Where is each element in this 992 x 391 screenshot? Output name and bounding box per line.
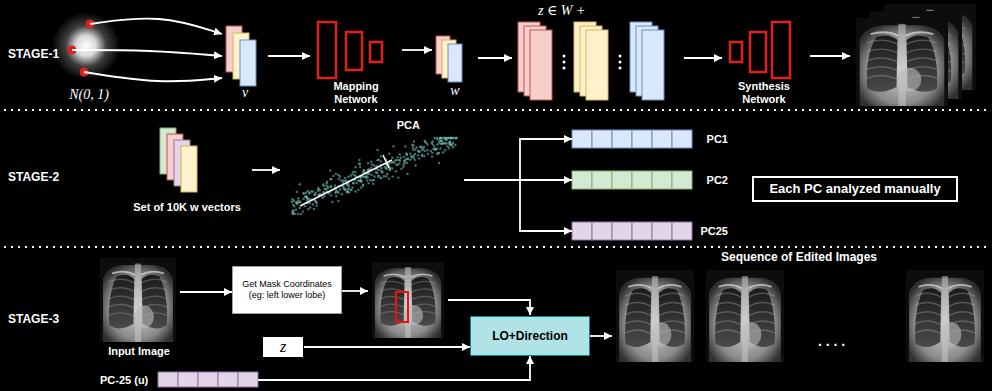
connector-arrow <box>478 57 512 59</box>
vector-stack: v <box>222 24 268 102</box>
node-label: w <box>450 82 459 100</box>
xray-image <box>372 262 444 338</box>
network-block: Synthesis Network <box>722 20 806 106</box>
vector-rects <box>226 26 256 86</box>
xray-image <box>616 270 694 362</box>
pca-plot: PCA <box>280 118 464 218</box>
flow-arrow <box>448 300 530 315</box>
network-block: Mapping Network <box>310 22 402 106</box>
node-label: Set of 10K w vectors <box>133 200 241 214</box>
pc-vector: PC25 <box>572 220 732 242</box>
node-label: N(0, 1) <box>69 86 109 104</box>
sample-dots <box>68 20 95 77</box>
scatter-points <box>291 137 458 215</box>
connector-arrow <box>180 291 232 293</box>
latent-box: z <box>262 336 304 358</box>
xray-image <box>100 258 176 342</box>
input-image: Input Image <box>98 256 180 358</box>
node-label: z <box>280 338 286 356</box>
connector-arrow <box>464 180 572 231</box>
vector-cells <box>158 130 692 387</box>
connector-arrow <box>252 169 280 171</box>
xray-image <box>706 270 784 362</box>
connector-arrow <box>258 356 530 380</box>
vector-set: Set of 10K w vectors <box>122 124 252 214</box>
process-box: Get Mask Coordinates (eg: left lower lob… <box>232 266 342 314</box>
vector-rects <box>160 128 197 192</box>
latent-stack: z ∈ W + <box>512 2 684 106</box>
principal-axis <box>300 155 392 206</box>
node-label: Each PC analyzed manually <box>769 181 940 197</box>
stage-label: STAGE-2 <box>8 170 59 185</box>
stage-separator <box>4 246 988 248</box>
node-label: Mapping Network <box>321 80 391 106</box>
connector-arrow <box>464 139 572 180</box>
process-box: LO+Direction <box>470 316 590 356</box>
mask-rect <box>396 292 408 322</box>
latent-rects <box>518 22 664 100</box>
stage-label: STAGE-1 <box>8 47 59 62</box>
network-layers <box>730 22 790 78</box>
connector-arrow <box>590 335 612 337</box>
node-label: Sequence of Edited Images <box>721 250 877 265</box>
connector-arrow <box>84 72 222 81</box>
connector-arrow <box>684 57 722 59</box>
node-label: PCA <box>397 118 420 132</box>
network-layers <box>318 22 382 78</box>
node-label: PC25 <box>700 224 728 238</box>
flow-arrow <box>340 290 368 292</box>
note-box: Each PC analyzed manually <box>752 176 958 202</box>
node-label: PC2 <box>707 173 728 187</box>
connector-arrow <box>402 49 432 51</box>
node-label: PC1 <box>707 132 728 146</box>
stage-separator <box>4 109 988 111</box>
image-sequence: Sequence of Edited Images <box>612 250 986 370</box>
xray-image <box>906 270 984 362</box>
stage-label: STAGE-3 <box>8 312 59 327</box>
pc-vector: PC2 <box>572 169 732 191</box>
vector-stack: w <box>432 30 478 100</box>
gaussian-glow <box>52 12 120 80</box>
node-label: v <box>242 84 248 102</box>
connector-arrow <box>268 55 310 57</box>
ellipsis-mark: . . . . <box>818 332 845 350</box>
xray-image <box>856 18 948 106</box>
node-label: PC-25 (u) <box>100 373 148 387</box>
vector-rects <box>436 36 462 82</box>
flow-arrow <box>810 55 850 57</box>
node-label: Input Image <box>108 344 170 358</box>
connector-arrow <box>72 50 222 56</box>
connector-arrow <box>304 346 470 348</box>
node-label: Synthesis Network <box>729 80 799 106</box>
node-label: Get Mask Coordinates (eg: left lower lob… <box>237 279 337 301</box>
pc-vector: PC1 <box>572 128 732 150</box>
node-label: LO+Direction <box>492 329 568 344</box>
connector-arrow <box>90 19 222 34</box>
direction-vector: PC-25 (u) <box>100 370 258 389</box>
node-label: z ∈ W + <box>538 2 585 20</box>
